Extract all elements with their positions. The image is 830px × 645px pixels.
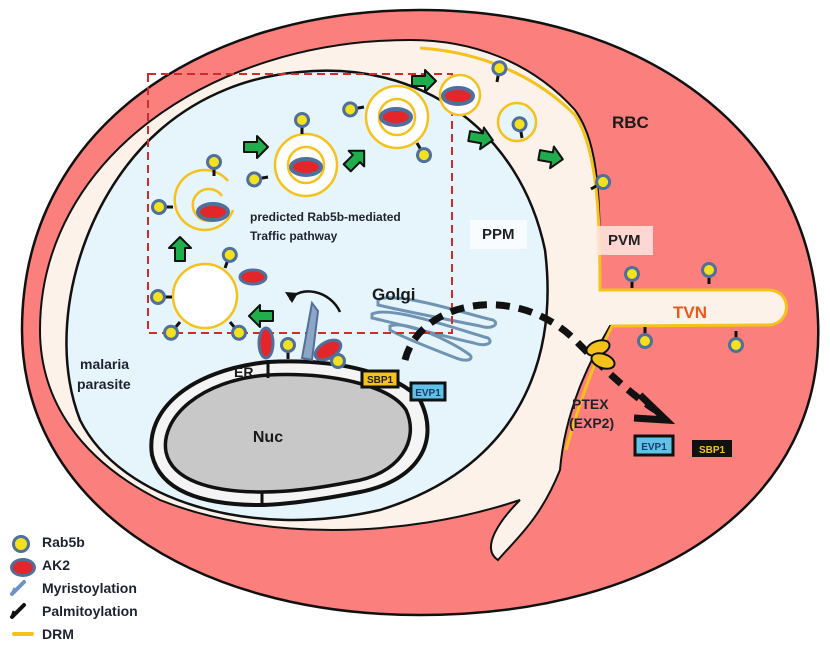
sbp1-tag-exported (692, 440, 732, 457)
legend-label: AK2 (42, 556, 71, 573)
myristoylation-icon (10, 579, 26, 596)
legend-label: DRM (42, 625, 74, 642)
legend-item-rab5b: Rab5b (6, 530, 206, 553)
er-label: ER (234, 364, 253, 380)
legend-label: Palmitoylation (42, 602, 138, 619)
ak2-icon (10, 557, 36, 577)
nucleus (163, 372, 412, 494)
evp1-tag-exported (633, 434, 675, 457)
ptex-label-line1: PTEX (572, 396, 609, 412)
sbp1-exported-label: SBP1 (699, 445, 726, 456)
pathway-label-line2: Traffic pathway (250, 229, 338, 243)
legend-item-drm: DRM (6, 622, 206, 645)
pvm-label: PVM (596, 226, 653, 255)
drm-icon (12, 631, 34, 636)
parasite-label-line1: malaria (80, 356, 129, 372)
rab5b-icon (12, 534, 30, 553)
er-surface-proteins (257, 300, 346, 369)
evp1-tag-internal (409, 381, 447, 402)
legend: Rab5b AK2 Myristoylation Palmitoylation … (6, 530, 206, 645)
legend-item-ak2: AK2 (6, 553, 206, 577)
ppm-label: PPM (470, 220, 527, 249)
vesicle-stage-2 (245, 112, 339, 198)
golgi-label: Golgi (372, 285, 415, 304)
pathway-region-box (147, 73, 453, 334)
palmitoylation-icon (10, 602, 26, 619)
legend-label: Myristoylation (42, 579, 137, 596)
vesicle-budding (150, 245, 268, 344)
rbc-label: RBC (612, 113, 649, 132)
ptex-label-line2: (EXP2) (569, 415, 614, 431)
vesicle-stage-1 (151, 154, 235, 232)
legend-label: Rab5b (42, 533, 85, 550)
evp1-exported-label: EVP1 (641, 442, 667, 453)
vesicle-stage-4 (438, 73, 482, 117)
tvn-label: TVN (673, 303, 707, 322)
vesicle-stage-5 (496, 101, 538, 143)
sbp1-tag-internal (360, 369, 400, 389)
sbp1-internal-label: SBP1 (367, 375, 394, 386)
ptex-translocon (585, 339, 616, 370)
nuc-label: Nuc (253, 429, 283, 446)
legend-item-myristoylation: Myristoylation (6, 576, 206, 599)
export-pathway-arrow (401, 301, 657, 413)
legend-item-palmitoylation: Palmitoylation (6, 599, 206, 622)
pathway-label-line1: predicted Rab5b-mediated (250, 210, 401, 224)
evp1-internal-label: EVP1 (415, 388, 441, 399)
parasite-label-line2: parasite (77, 376, 131, 392)
vesicle-stage-3 (341, 84, 435, 166)
